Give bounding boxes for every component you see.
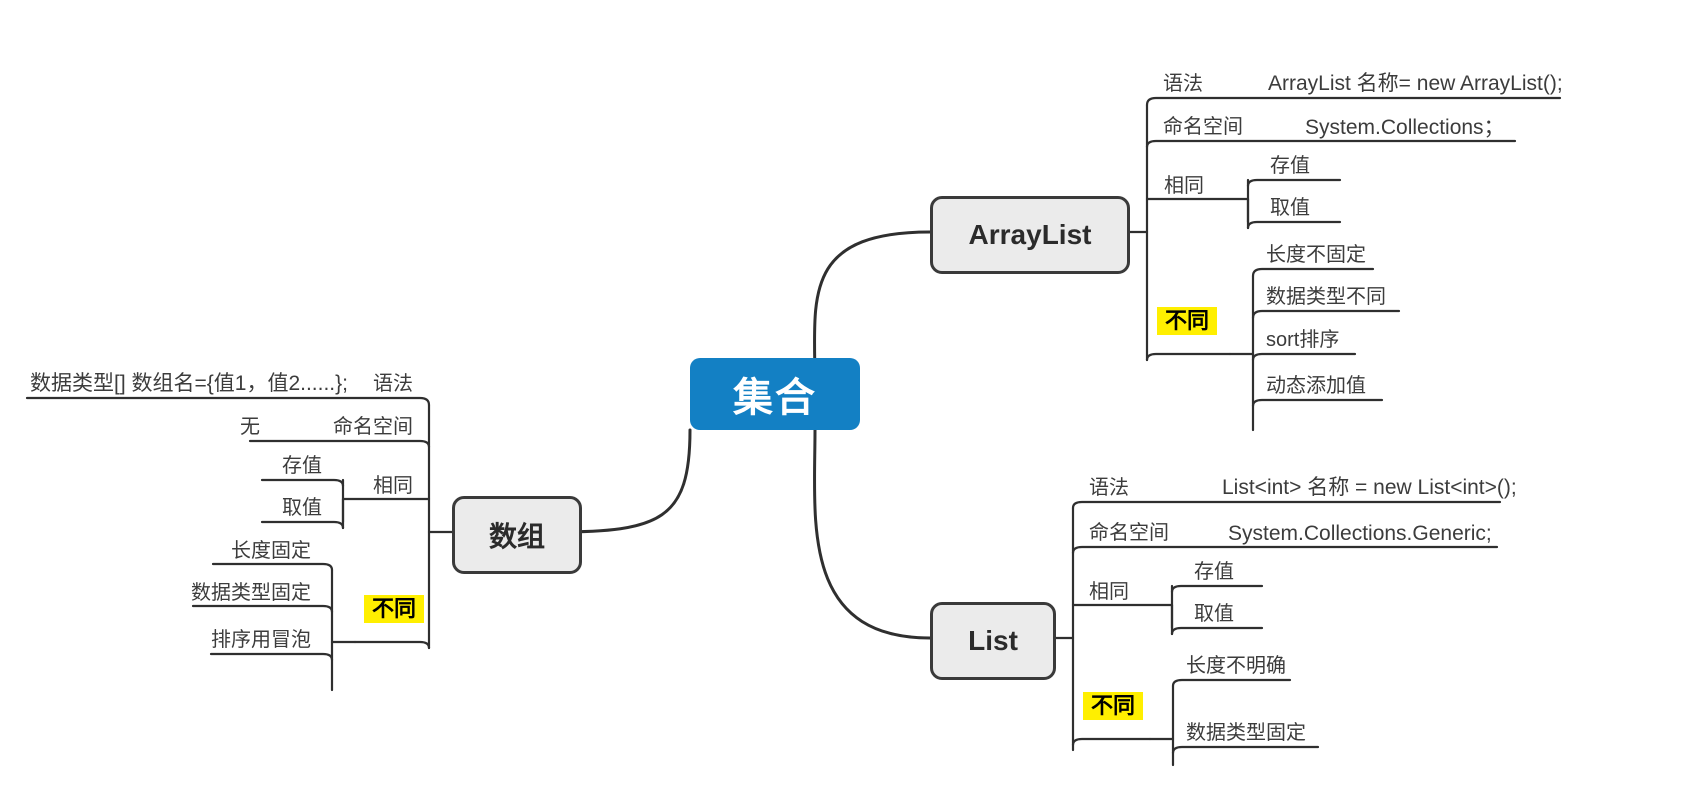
arraylist-grammar-label[interactable]: 语法 bbox=[1163, 73, 1203, 95]
array-diff-label[interactable]: 不同 bbox=[364, 595, 425, 623]
arraylist-namespace-value[interactable]: System.Collections； bbox=[1305, 116, 1505, 139]
array-diff-datatype[interactable]: 数据类型固定 bbox=[191, 582, 311, 604]
list-grammar-label[interactable]: 语法 bbox=[1089, 477, 1129, 499]
branch-node-arraylist[interactable]: ArrayList bbox=[930, 196, 1130, 274]
arraylist-same-label[interactable]: 相同 bbox=[1164, 175, 1204, 197]
array-diff-sort[interactable]: 排序用冒泡 bbox=[211, 629, 311, 651]
array-same-get[interactable]: 取值 bbox=[282, 497, 322, 519]
array-diff-length[interactable]: 长度固定 bbox=[231, 540, 311, 562]
array-namespace-label[interactable]: 命名空间 bbox=[333, 416, 413, 438]
arraylist-diff-sort[interactable]: sort排序 bbox=[1266, 329, 1340, 351]
array-grammar-value[interactable]: 数据类型[] 数组名={值1，值2......}; bbox=[30, 372, 348, 395]
array-namespace-value[interactable]: 无 bbox=[240, 416, 260, 438]
arraylist-diff-dynamic-add[interactable]: 动态添加值 bbox=[1266, 375, 1366, 397]
list-diff-length[interactable]: 长度不明确 bbox=[1186, 655, 1286, 677]
arraylist-diff-length[interactable]: 长度不固定 bbox=[1266, 244, 1366, 266]
arraylist-diff-datatype[interactable]: 数据类型不同 bbox=[1266, 286, 1386, 308]
list-same-label[interactable]: 相同 bbox=[1089, 581, 1129, 603]
branch-node-array[interactable]: 数组 bbox=[452, 496, 582, 574]
arraylist-same-store[interactable]: 存值 bbox=[1270, 155, 1310, 177]
root-node[interactable]: 集合 bbox=[690, 358, 860, 430]
list-namespace-label[interactable]: 命名空间 bbox=[1089, 522, 1169, 544]
array-same-store[interactable]: 存值 bbox=[282, 455, 322, 477]
arraylist-diff-label[interactable]: 不同 bbox=[1157, 307, 1218, 335]
list-same-get[interactable]: 取值 bbox=[1194, 603, 1234, 625]
array-grammar-label[interactable]: 语法 bbox=[373, 373, 413, 395]
branch-node-list[interactable]: List bbox=[930, 602, 1056, 680]
list-grammar-value[interactable]: List<int> 名称 = new List<int>(); bbox=[1222, 476, 1517, 499]
list-diff-datatype[interactable]: 数据类型固定 bbox=[1186, 722, 1306, 744]
array-same-label[interactable]: 相同 bbox=[373, 475, 413, 497]
arraylist-grammar-value[interactable]: ArrayList 名称= new ArrayList(); bbox=[1268, 72, 1563, 95]
arraylist-same-get[interactable]: 取值 bbox=[1270, 197, 1310, 219]
list-same-store[interactable]: 存值 bbox=[1194, 561, 1234, 583]
list-namespace-value[interactable]: System.Collections.Generic; bbox=[1228, 522, 1492, 545]
arraylist-namespace-label[interactable]: 命名空间 bbox=[1163, 116, 1243, 138]
list-diff-label[interactable]: 不同 bbox=[1083, 692, 1144, 720]
